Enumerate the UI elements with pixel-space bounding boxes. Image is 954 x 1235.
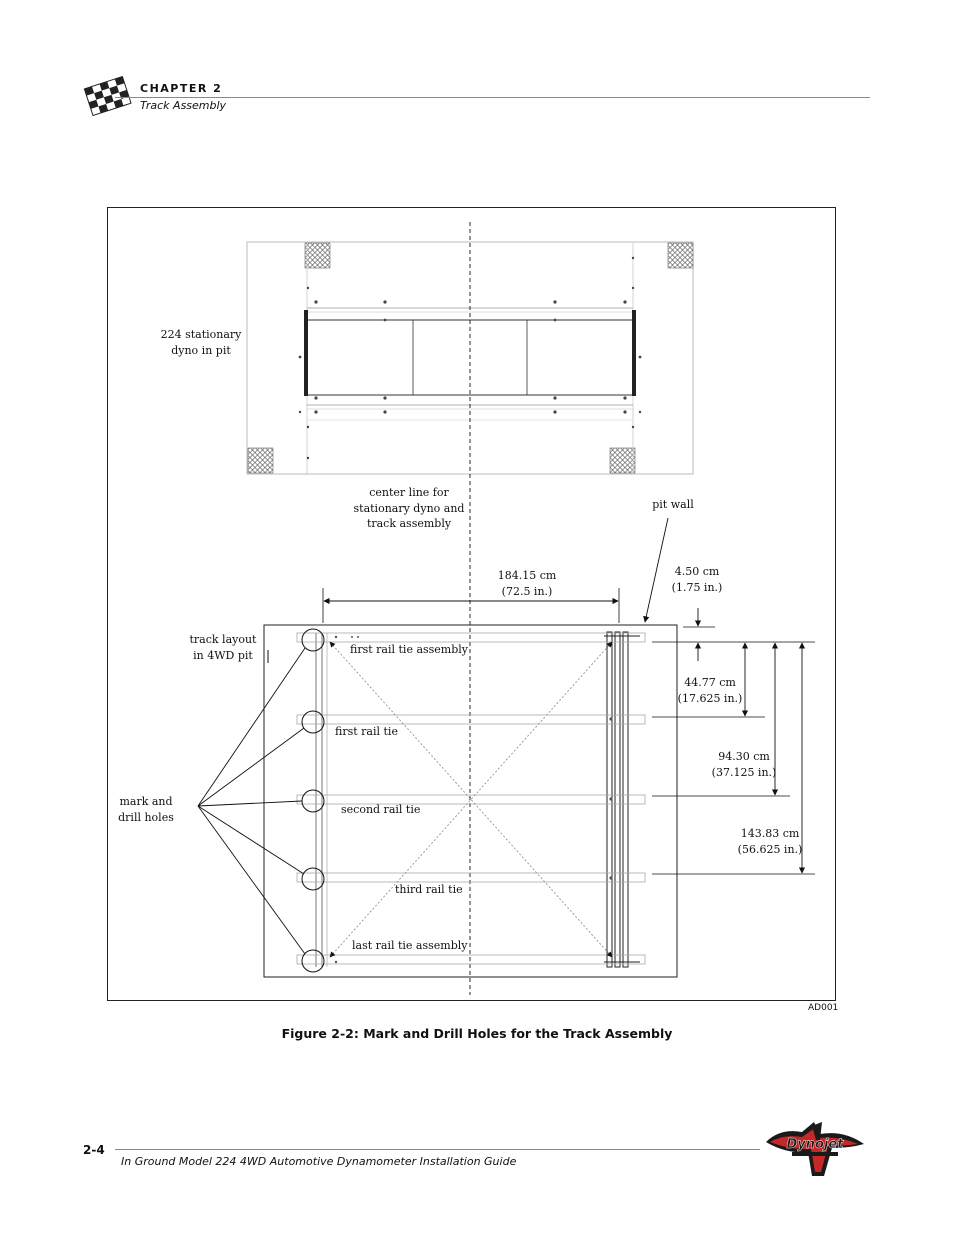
figure-id: AD001 <box>808 1003 839 1013</box>
label-pit-wall: pit wall <box>652 498 694 511</box>
4wd-pit-outline <box>263 624 678 978</box>
label-mark-drill-holes: mark and drill holes <box>118 795 174 824</box>
footer-rule <box>115 1149 760 1150</box>
chapter-label: CHAPTER 2 <box>140 82 223 95</box>
hole-1 <box>301 628 325 652</box>
dyno-roll-frame <box>306 319 635 396</box>
hole-5 <box>301 949 325 973</box>
dim-label-143: 143.83 cm (56.625 in.) <box>737 827 803 856</box>
dim-label-94: 94.30 cm (37.125 in.) <box>711 750 777 779</box>
dim-label-offset: 4.50 cm (1.75 in.) <box>671 565 723 594</box>
rail-tie-2 <box>296 714 646 725</box>
rail-tie-1 <box>296 632 646 643</box>
label-second-rail-tie: second rail tie <box>341 803 421 816</box>
label-first-rail-tie-assembly: first rail tie assembly <box>350 643 469 656</box>
hole-3 <box>301 789 325 813</box>
figure-caption: Figure 2-2: Mark and Drill Holes for the… <box>281 1026 673 1041</box>
section-title: Track Assembly <box>140 99 227 112</box>
hole-2 <box>301 710 325 734</box>
rail-tie-5 <box>296 954 646 965</box>
checkered-flag-logo <box>82 76 134 118</box>
label-third-rail-tie: third rail tie <box>395 883 463 896</box>
hole-4 <box>301 867 325 891</box>
figure-frame <box>107 207 836 1001</box>
dim-label-44: 44.77 cm (17.625 in.) <box>677 676 743 705</box>
header-rule <box>115 97 870 98</box>
diamond-plate-tr <box>667 242 694 269</box>
label-stationary-dyno: 224 stationary dyno in pit <box>160 328 242 357</box>
dim-label-width: 184.15 cm (72.5 in.) <box>497 569 557 598</box>
diamond-plate-br <box>609 447 636 474</box>
label-center-line: center line for stationary dyno and trac… <box>353 486 465 530</box>
pit-wall-arrow <box>643 517 669 623</box>
label-track-layout: track layout in 4WD pit <box>189 633 257 662</box>
logo-text: Dynojet <box>787 1137 845 1152</box>
rail-tie-4 <box>296 872 646 883</box>
label-last-rail-tie-assembly: last rail tie assembly <box>352 939 468 952</box>
label-first-rail-tie: first rail tie <box>335 725 398 738</box>
footer-title: In Ground Model 224 4WD Automotive Dynam… <box>121 1155 517 1168</box>
page-number: 2-4 <box>83 1143 105 1157</box>
diamond-plate-bl <box>247 447 274 474</box>
dynojet-logo: Dynojet <box>762 1118 868 1180</box>
diamond-plate-tl <box>304 242 331 269</box>
